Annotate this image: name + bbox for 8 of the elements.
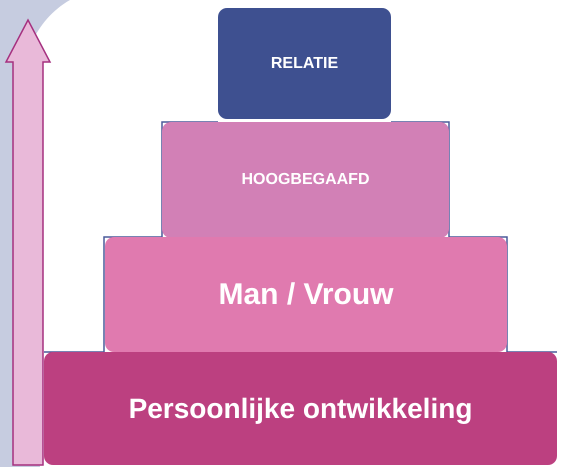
level-label: Persoonlijke ontwikkeling <box>128 392 472 424</box>
pyramid-level <box>105 237 507 352</box>
level-label: Man / Vrouw <box>218 278 394 312</box>
level-label: RELATIE <box>270 54 338 72</box>
level-label: HOOGBEGAAFD <box>242 171 370 189</box>
pyramid-level <box>44 352 557 465</box>
pyramid-level <box>218 8 391 119</box>
pyramid-level <box>162 122 449 238</box>
